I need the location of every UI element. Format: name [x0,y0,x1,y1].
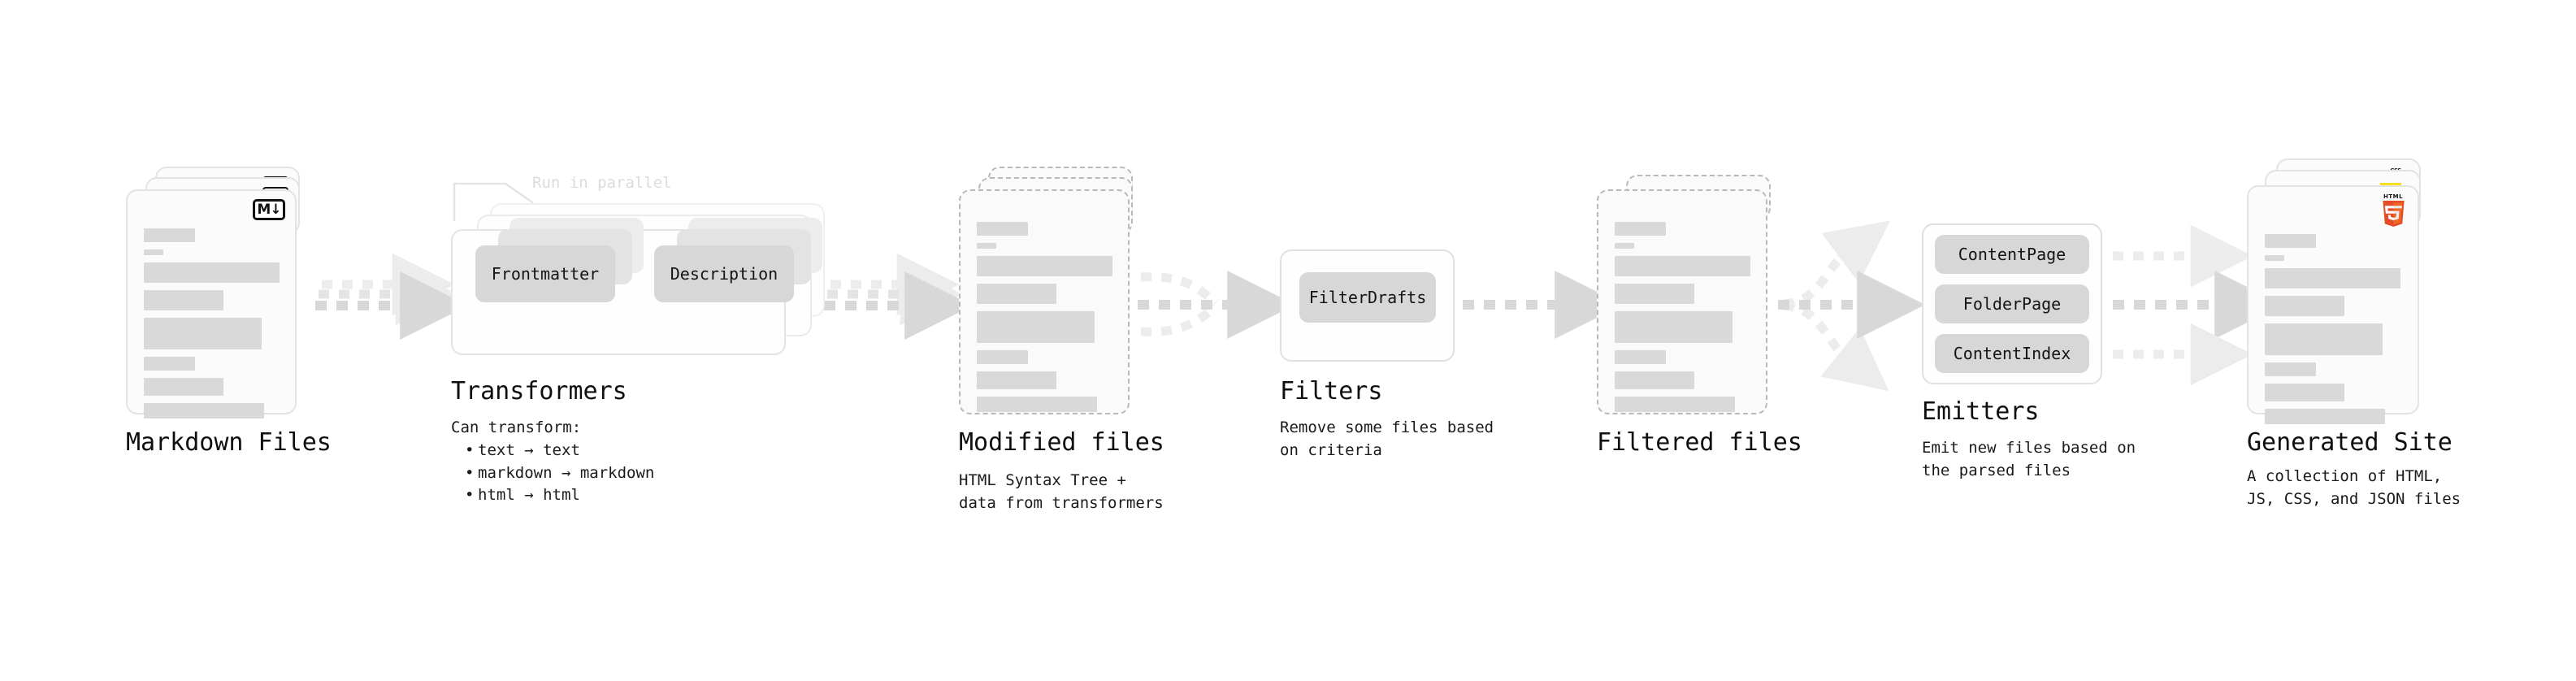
placeholder-bar [2265,384,2344,401]
placeholder-bar [2265,323,2383,355]
placeholder-bar [144,228,195,242]
html5-logo: HTML [2380,194,2406,227]
arrow-emitters-to-site [2113,224,2283,386]
stage-filtered-files [1597,167,1780,414]
caption-title-transformers: Transformers [451,377,627,406]
list-item: html → html [465,484,654,507]
placeholder-bar [977,397,1097,412]
placeholder-bar [1615,243,1634,249]
placeholder-bar [144,357,195,371]
arrow-markdown-to-transformers [315,253,469,340]
arrow-filtered-to-emitters-split [1778,220,1926,392]
caption-title-emitters: Emitters [1922,397,2040,426]
transformer-bullet-list: text → text markdown → markdown html → h… [462,440,654,507]
stage-modified-files [959,167,1142,414]
pill-contentpage[interactable]: ContentPage [1935,235,2089,274]
placeholder-bar [977,243,996,249]
placeholder-bar [1615,397,1735,412]
caption-title-generated-site: Generated Site [2247,428,2452,457]
filtered-placeholder-body [1615,222,1750,419]
caption-sub-filters: Remove some files based on criteria [1280,419,1494,459]
html5-logo-label: HTML [2383,193,2404,200]
placeholder-bar [144,290,223,310]
caption-title-filtered-files: Filtered files [1597,428,1802,457]
markdown-placeholder-body [144,228,280,426]
generated-placeholder-body [2265,234,2401,432]
placeholder-bar [2265,296,2344,316]
placeholder-bar [977,284,1056,304]
stage-generated-site: CSS HTML [2247,158,2438,424]
placeholder-bar [977,371,1056,389]
placeholder-bar [144,318,262,349]
placeholder-bar [1615,371,1694,389]
placeholder-bar [144,262,280,283]
placeholder-bar [1615,256,1750,276]
stage-filters: FilterDrafts [1280,249,1459,363]
modified-card-front [959,189,1130,414]
placeholder-bar [977,350,1028,364]
stage-markdown-files: M↓ M↓ M↓ [126,167,309,419]
caption-sub-emitters: Emit new files based on the parsed files [1922,439,2136,479]
placeholder-bar [144,249,163,255]
markdown-card-front: M↓ [126,189,297,419]
placeholder-bar [977,311,1095,343]
placeholder-bar [1615,222,1666,236]
placeholder-bar [1615,311,1733,343]
markdown-badge-front: M↓ [253,199,285,220]
list-item: text → text [465,440,654,462]
placeholder-bar [144,403,264,419]
pill-description-front[interactable]: Description [654,245,794,302]
filtered-card-front [1597,189,1767,414]
placeholder-bar [2265,268,2400,288]
caption-bullets-transformers: text → text markdown → markdown html → h… [462,440,654,507]
pill-frontmatter-front[interactable]: Frontmatter [475,245,615,302]
caption-title-modified-files: Modified files [959,428,1164,457]
list-item: markdown → markdown [465,462,654,485]
caption-title-markdown-files: Markdown Files [126,428,332,457]
placeholder-bar [2265,234,2316,248]
pill-contentindex[interactable]: ContentIndex [1935,334,2089,373]
arrow-modified-to-filters-merge [1138,271,1296,339]
placeholder-bar [1615,350,1666,364]
placeholder-bar [2265,255,2284,261]
placeholder-bar [1615,284,1694,304]
caption-sub-modified-files: HTML Syntax Tree + data from transformer… [959,471,1164,512]
placeholder-bar [977,222,1028,236]
caption-sub-transformers: Can transform: [451,419,582,436]
stage-emitters: ContentPage FolderPage ContentIndex [1922,223,2109,390]
placeholder-bar [144,378,223,396]
placeholder-bar [2265,362,2316,376]
caption-sub-generated-site: A collection of HTML, JS, CSS, and JSON … [2247,467,2461,508]
pill-filterdrafts[interactable]: FilterDrafts [1299,272,1436,323]
arrow-transformers-to-modified [824,253,974,340]
pill-folderpage[interactable]: FolderPage [1935,284,2089,323]
html5-shield-icon [2382,201,2405,227]
placeholder-bar [977,256,1112,276]
caption-title-filters: Filters [1280,377,1383,406]
markdown-badge-glyph: M↓ [257,201,281,218]
generated-card-front-html: HTML [2247,185,2419,424]
stage-transformers: Run in parallel Frontmatter Description [451,174,833,366]
modified-placeholder-body [977,222,1112,419]
run-in-parallel-label: Run in parallel [532,174,672,192]
placeholder-bar [2265,409,2385,424]
